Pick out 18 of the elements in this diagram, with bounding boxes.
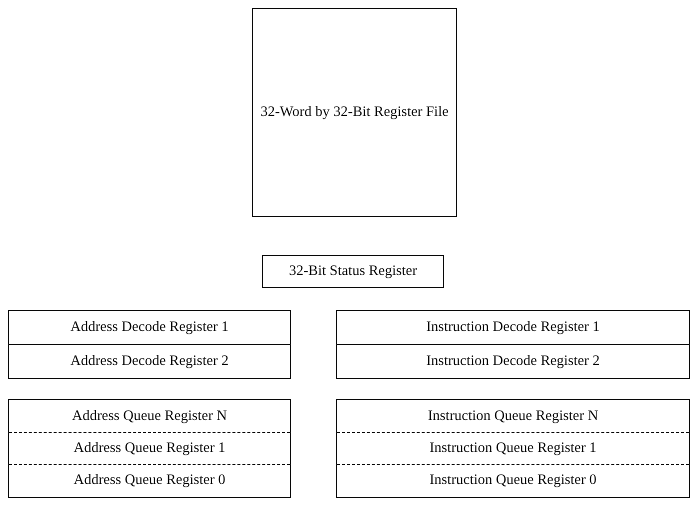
register-group-box bbox=[8, 399, 291, 498]
register-label: 32-Word by 32-Bit Register File bbox=[260, 104, 449, 121]
register-label: Instruction Queue Register 0 bbox=[429, 472, 597, 489]
register-label: Instruction Decode Register 1 bbox=[426, 319, 600, 336]
register-label: Address Queue Register 0 bbox=[74, 472, 226, 489]
register-box bbox=[252, 8, 457, 217]
register-label: Instruction Queue Register N bbox=[428, 408, 598, 424]
register-group-box bbox=[336, 310, 690, 379]
register-label: Instruction Decode Register 2 bbox=[426, 352, 600, 370]
register-label: Instruction Queue Register 1 bbox=[429, 440, 597, 457]
register-label: Address Decode Register 2 bbox=[70, 352, 229, 370]
register-box bbox=[262, 255, 444, 288]
register-label: Address Decode Register 1 bbox=[70, 319, 229, 336]
register-group-box bbox=[336, 399, 690, 498]
register-group-box bbox=[8, 310, 291, 379]
register-label: 32-Bit Status Register bbox=[288, 263, 418, 280]
register-label: Address Queue Register N bbox=[72, 408, 228, 424]
register-label: Address Queue Register 1 bbox=[74, 440, 226, 457]
